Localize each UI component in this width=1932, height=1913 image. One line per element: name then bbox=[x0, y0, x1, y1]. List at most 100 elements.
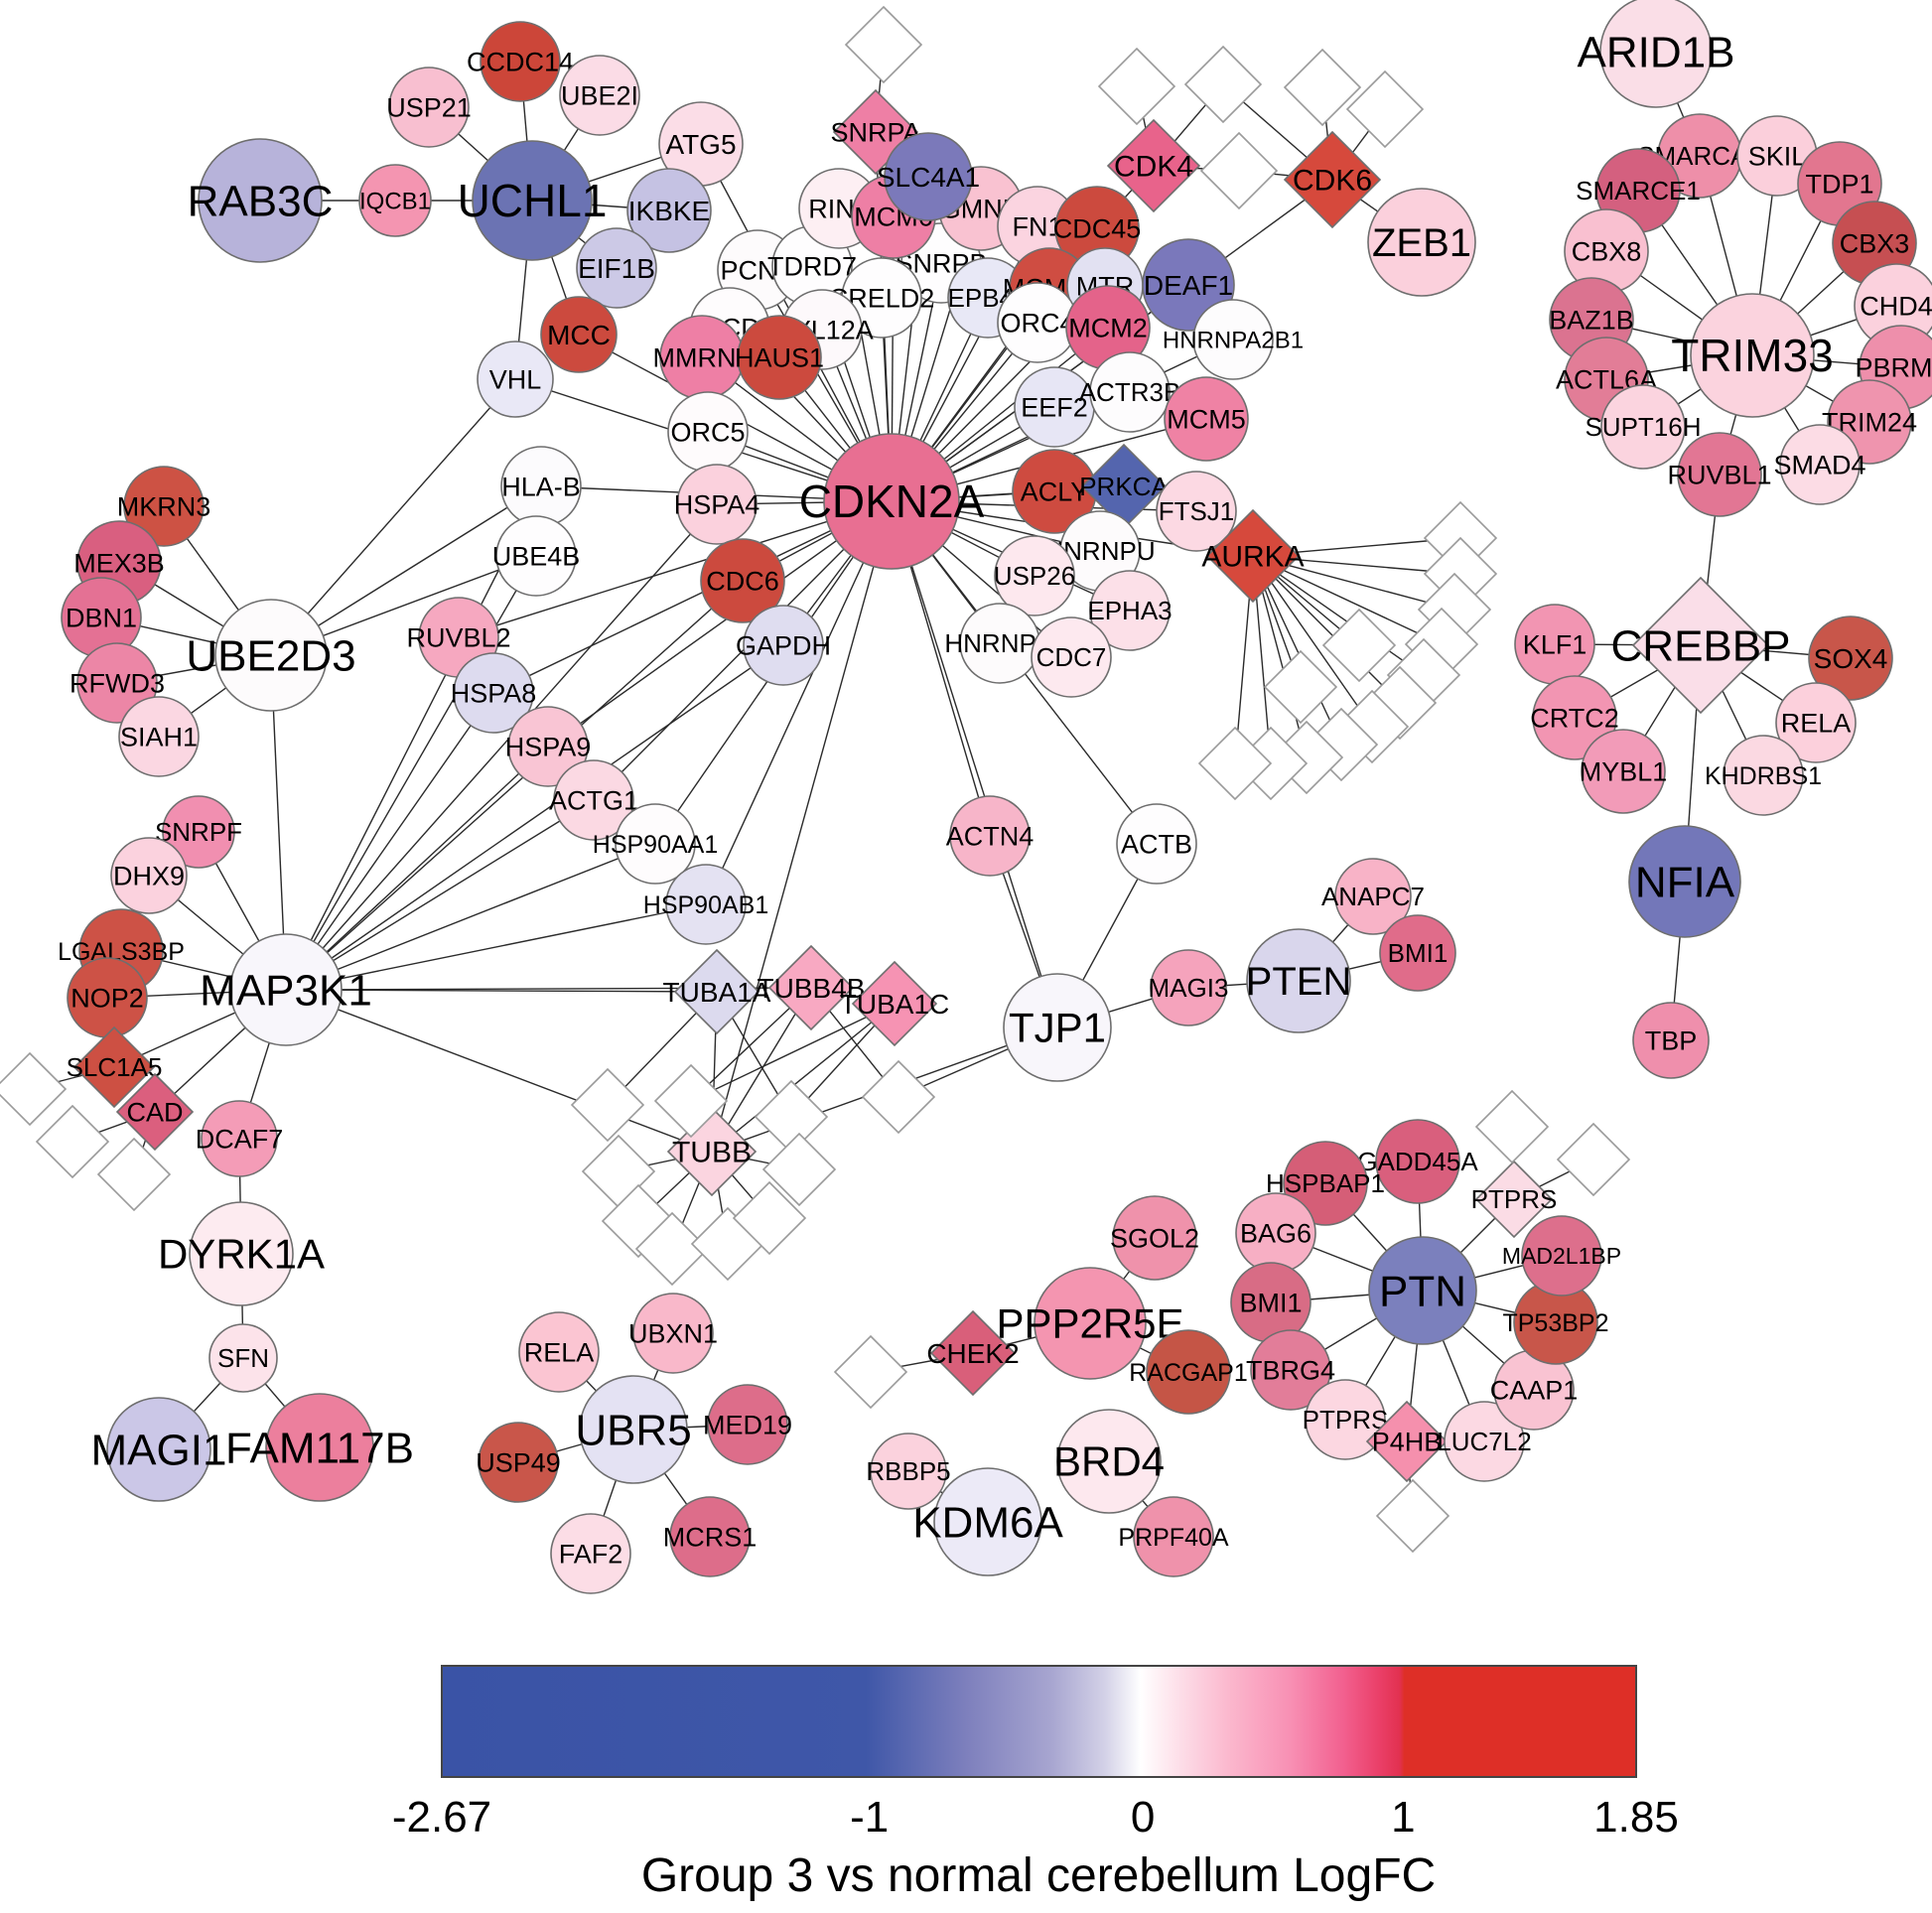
unnamed-diamond-node[interactable] bbox=[861, 1059, 936, 1135]
unnamed-diamond-node[interactable] bbox=[833, 1334, 908, 1410]
node-UBR5[interactable] bbox=[579, 1375, 688, 1484]
node-GADD45A[interactable] bbox=[1375, 1119, 1460, 1204]
node-RBBP5[interactable] bbox=[870, 1433, 947, 1510]
node-MED19[interactable] bbox=[707, 1384, 788, 1465]
node-NFIA[interactable] bbox=[1628, 825, 1741, 938]
node-PPP2R5E[interactable] bbox=[1034, 1267, 1147, 1380]
node-ARID1B[interactable] bbox=[1599, 0, 1713, 108]
node-LUC7L2[interactable] bbox=[1444, 1401, 1525, 1482]
node-EPHA3[interactable] bbox=[1089, 570, 1171, 651]
node-TBRG4[interactable] bbox=[1250, 1329, 1331, 1411]
node-CDK4[interactable] bbox=[1106, 118, 1201, 213]
node-DYRK1A[interactable] bbox=[189, 1201, 294, 1306]
unnamed-diamond-node[interactable] bbox=[1199, 131, 1279, 210]
node-SLC1A5[interactable] bbox=[72, 1025, 156, 1109]
node-TUBB4B[interactable] bbox=[767, 944, 855, 1031]
unnamed-diamond-node[interactable] bbox=[634, 1211, 710, 1287]
node-HSPA8[interactable] bbox=[453, 652, 534, 734]
node-CHEK2[interactable] bbox=[929, 1309, 1017, 1397]
unnamed-diamond-node[interactable] bbox=[1097, 47, 1176, 126]
node-SGOL2[interactable] bbox=[1112, 1195, 1197, 1281]
node-RAB3C[interactable] bbox=[198, 138, 323, 263]
node-MAGI3[interactable] bbox=[1150, 949, 1227, 1026]
node-BMI1[interactable] bbox=[1379, 914, 1456, 992]
node-UBE2I[interactable] bbox=[559, 55, 640, 136]
node-KHDRBS1[interactable] bbox=[1723, 735, 1804, 816]
node-SUPT16H[interactable] bbox=[1600, 384, 1686, 470]
node-FAF2[interactable] bbox=[550, 1513, 631, 1594]
node-TJP1[interactable] bbox=[1003, 973, 1112, 1082]
node-FAM117B[interactable] bbox=[265, 1393, 374, 1502]
node-CREBBP[interactable] bbox=[1631, 576, 1770, 715]
node-TUBA1C[interactable] bbox=[851, 960, 938, 1047]
unnamed-diamond-node[interactable] bbox=[1474, 1089, 1550, 1164]
node-MCRS1[interactable] bbox=[669, 1496, 751, 1577]
unnamed-diamond-node[interactable] bbox=[0, 1051, 68, 1127]
node-UCHL1[interactable] bbox=[472, 140, 593, 261]
node-PTPRS[interactable] bbox=[1474, 1160, 1554, 1239]
node-GAPDH[interactable] bbox=[743, 605, 824, 686]
node-ACTN4[interactable] bbox=[949, 795, 1031, 877]
node-KDM6A[interactable] bbox=[933, 1467, 1042, 1576]
node-HSPA4[interactable] bbox=[676, 464, 758, 545]
unnamed-diamond-node[interactable] bbox=[1263, 649, 1338, 725]
unnamed-diamond-node[interactable] bbox=[1321, 608, 1397, 683]
node-ORC5[interactable] bbox=[667, 391, 749, 473]
node-HSPA9[interactable] bbox=[507, 706, 589, 787]
unnamed-diamond-node[interactable] bbox=[1183, 45, 1263, 124]
unnamed-diamond-node[interactable] bbox=[96, 1137, 172, 1212]
node-CDKN2A[interactable] bbox=[823, 433, 960, 570]
node-SMAD4[interactable] bbox=[1779, 424, 1861, 505]
node-ACTR3B[interactable] bbox=[1089, 351, 1171, 433]
unnamed-diamond-node[interactable] bbox=[844, 5, 923, 84]
node-USP21[interactable] bbox=[388, 67, 470, 148]
node-SFN[interactable] bbox=[208, 1323, 278, 1393]
node-DCAF7[interactable] bbox=[201, 1100, 278, 1177]
node-HLA-B[interactable] bbox=[500, 446, 582, 527]
node-RELA[interactable] bbox=[518, 1311, 600, 1393]
unnamed-diamond-node[interactable] bbox=[1375, 1478, 1450, 1554]
node-TRIM33[interactable] bbox=[1690, 293, 1815, 418]
node-USP26[interactable] bbox=[994, 535, 1075, 616]
node-MCC[interactable] bbox=[540, 296, 618, 373]
node-AURKA[interactable] bbox=[1205, 508, 1301, 604]
node-MAD2L1BP[interactable] bbox=[1521, 1215, 1602, 1297]
unnamed-diamond-node[interactable] bbox=[761, 1132, 837, 1207]
node-ACTG1[interactable] bbox=[553, 759, 634, 841]
node-UBE4B[interactable] bbox=[495, 515, 577, 597]
node-CCDC14[interactable] bbox=[480, 21, 561, 102]
unnamed-diamond-node[interactable] bbox=[732, 1180, 807, 1256]
node-P4HB[interactable] bbox=[1365, 1400, 1449, 1483]
node-MYBL1[interactable] bbox=[1581, 729, 1666, 814]
unnamed-diamond-node[interactable] bbox=[1345, 69, 1425, 149]
node-IKBKE[interactable] bbox=[626, 168, 712, 253]
node-UBE2D3[interactable] bbox=[214, 599, 328, 712]
node-TUBA1A[interactable] bbox=[673, 948, 760, 1035]
node-BRD4[interactable] bbox=[1056, 1409, 1162, 1514]
node-UBXN1[interactable] bbox=[632, 1293, 714, 1374]
node-ZEB1[interactable] bbox=[1367, 188, 1476, 297]
node-CDC6[interactable] bbox=[700, 538, 785, 623]
node-VHL[interactable] bbox=[477, 341, 554, 418]
unnamed-diamond-node[interactable] bbox=[653, 1063, 729, 1139]
node-SNRPF[interactable] bbox=[162, 795, 235, 869]
node-CAD[interactable] bbox=[115, 1072, 195, 1152]
node-SLC4A1[interactable] bbox=[884, 132, 973, 221]
node-EIF1B[interactable] bbox=[576, 227, 657, 309]
node-HSPBAP1[interactable] bbox=[1283, 1141, 1368, 1226]
node-HAUS1[interactable] bbox=[737, 315, 822, 400]
node-RUVBL1[interactable] bbox=[1677, 432, 1762, 517]
node-MAGI1[interactable] bbox=[106, 1397, 211, 1502]
node-SOX4[interactable] bbox=[1808, 615, 1893, 701]
node-FTSJ1[interactable] bbox=[1156, 471, 1237, 552]
node-CDC7[interactable] bbox=[1031, 616, 1112, 698]
node-RELA[interactable] bbox=[1775, 682, 1857, 763]
node-DHX9[interactable] bbox=[110, 837, 188, 914]
unnamed-diamond-node[interactable] bbox=[1556, 1122, 1631, 1197]
node-PTPRS[interactable] bbox=[1305, 1379, 1386, 1460]
node-ACTB[interactable] bbox=[1116, 803, 1197, 885]
node-EEF2[interactable] bbox=[1014, 366, 1095, 448]
node-MAP3K1[interactable] bbox=[229, 933, 343, 1046]
node-RACGAP1[interactable] bbox=[1146, 1329, 1231, 1415]
node-IQCB1[interactable] bbox=[358, 164, 432, 237]
